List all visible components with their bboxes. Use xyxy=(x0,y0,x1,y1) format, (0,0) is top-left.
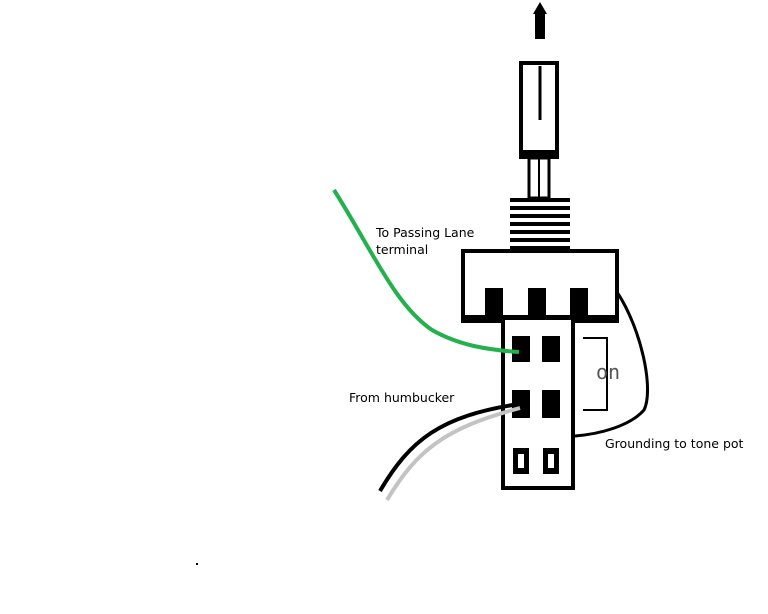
pot-lug-2 xyxy=(528,288,546,318)
passing-lane-label: To Passing Lane terminal xyxy=(376,224,474,258)
grounding-label: Grounding to tone pot xyxy=(605,436,744,451)
green-wire xyxy=(332,188,520,354)
switch-state-label: on xyxy=(596,360,621,384)
up-arrow-icon xyxy=(533,2,547,39)
pot-lug-1 xyxy=(485,288,503,318)
on-bracket xyxy=(583,337,608,411)
pot-threads xyxy=(510,198,570,250)
pot-lug-3 xyxy=(570,288,588,318)
white-wire xyxy=(385,406,521,502)
humbucker-label: From humbucker xyxy=(349,390,455,405)
switch-lug-1 xyxy=(512,336,530,362)
black-wire xyxy=(378,402,520,493)
switch-lug-4 xyxy=(542,390,560,418)
stray-dot xyxy=(196,563,198,565)
pot-shaft xyxy=(527,156,551,200)
passing-lane-label-line1: To Passing Lane xyxy=(376,225,475,240)
pot-body xyxy=(461,249,619,323)
ground-wire xyxy=(574,291,650,438)
switch-lug-2 xyxy=(542,336,560,362)
pot-knob xyxy=(519,61,559,159)
passing-lane-label-line2: terminal xyxy=(376,242,429,257)
